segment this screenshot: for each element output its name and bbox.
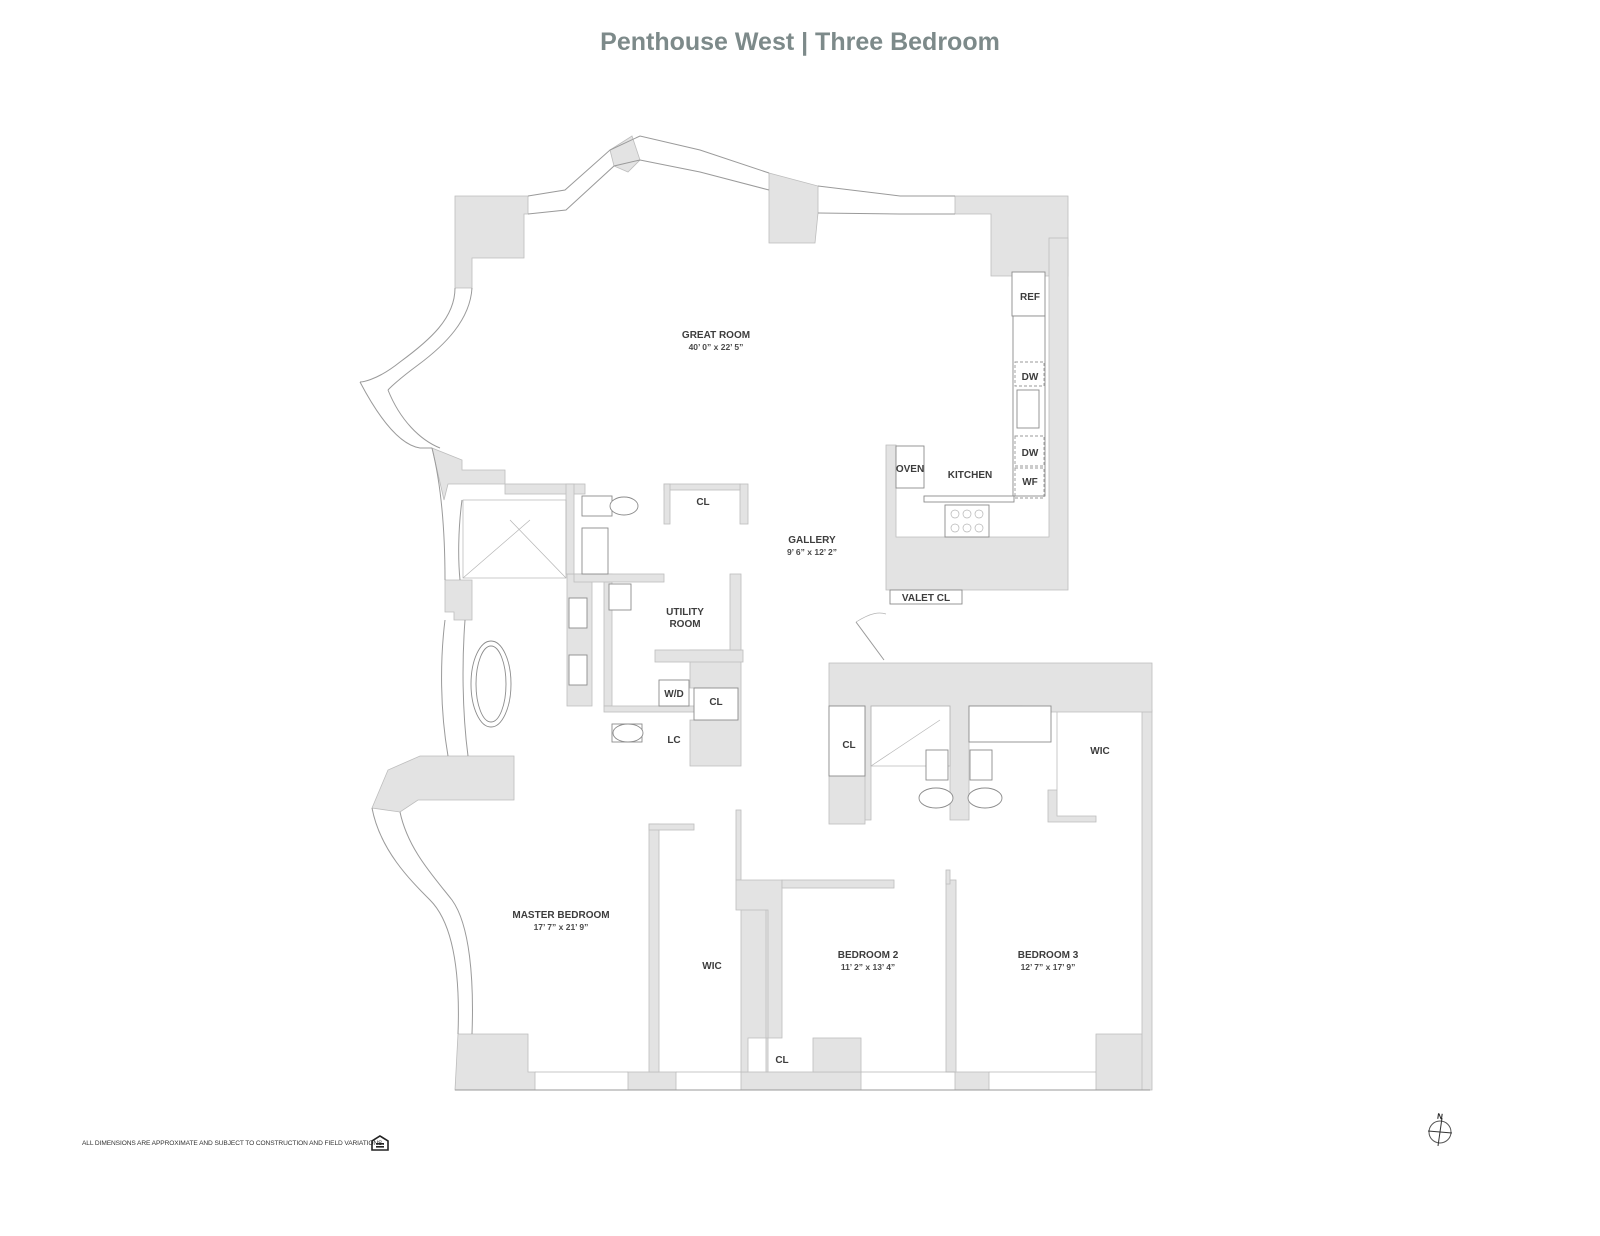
oven-label: OVEN <box>896 464 924 475</box>
toilet-4 <box>967 787 1003 809</box>
wall-poche <box>371 135 1153 1091</box>
washer-dryer <box>658 679 690 707</box>
wic-label-master: WIC <box>702 961 721 972</box>
dishwasher-1 <box>1014 361 1045 387</box>
closet-label-utility: CL <box>709 697 722 708</box>
sink-bath-2b <box>969 749 993 781</box>
wine-fridge <box>1014 467 1045 499</box>
master-bath-fixtures <box>462 495 739 743</box>
utility-sink <box>608 583 632 611</box>
kitchen-fixtures <box>889 271 1046 605</box>
utility-room-label-2: ROOM <box>669 619 700 630</box>
closet-label-bedroom-2: CL <box>775 1055 788 1066</box>
compass-north-label: N <box>1436 1112 1443 1122</box>
bedroom-2-label: BEDROOM 2 <box>838 950 899 961</box>
closet-label-bedroom-hall: CL <box>842 740 855 751</box>
secondary-bath-fixtures <box>828 705 1052 809</box>
bedroom-3-label: BEDROOM 3 <box>1018 950 1079 961</box>
gallery-label: GALLERY <box>788 535 836 546</box>
bathtub-2 <box>968 705 1052 743</box>
closet-utility <box>693 687 739 721</box>
toilet-3 <box>918 787 954 809</box>
valet-cl-label: VALET CL <box>902 593 950 604</box>
bedroom-3-dims: 12’ 7” x 17’ 9” <box>1021 962 1076 972</box>
refrigerator <box>1011 271 1046 317</box>
utility-room-label-1: UTILITY <box>666 607 704 618</box>
dw-label-2: DW <box>1022 448 1039 459</box>
dishwasher-2 <box>1014 435 1045 467</box>
door-swing <box>855 612 887 623</box>
lc-label: LC <box>667 735 680 746</box>
equal-housing-icon <box>371 1135 389 1151</box>
gallery-dims: 9’ 6” x 12’ 2” <box>787 547 837 557</box>
north-compass-icon: N <box>1427 1112 1453 1146</box>
wf-label: WF <box>1022 477 1038 488</box>
vanity-sink-2 <box>568 654 588 686</box>
master-bedroom-label: MASTER BEDROOM <box>512 910 609 921</box>
kitchen-sink <box>1016 389 1040 429</box>
great-room-label: GREAT ROOM <box>682 330 750 341</box>
valet-closet <box>889 589 963 605</box>
oven <box>895 445 925 489</box>
ref-label: REF <box>1020 292 1040 303</box>
master-bedroom-dims: 17’ 7” x 21’ 9” <box>534 922 589 932</box>
dw-label-1: DW <box>1022 372 1039 383</box>
kitchen-label: KITCHEN <box>948 470 992 481</box>
bedroom-2-dims: 11’ 2” x 13’ 4” <box>841 962 895 972</box>
great-room-dims: 40’ 0” x 22’ 5” <box>689 342 744 352</box>
sink-bath-2a <box>925 749 949 781</box>
toilet-1 <box>581 495 613 517</box>
window-walls <box>359 135 1150 1091</box>
closet-label-top: CL <box>696 497 709 508</box>
bath-sink-upper <box>581 527 609 575</box>
wic-label-bedroom-3: WIC <box>1090 746 1109 757</box>
page-title: Penthouse West | Three Bedroom <box>600 28 1000 56</box>
disclaimer-text: ALL DIMENSIONS ARE APPROXIMATE AND SUBJE… <box>82 1140 385 1147</box>
wd-label: W/D <box>664 689 683 700</box>
cooktop <box>944 504 990 538</box>
vanity-sink-1 <box>568 597 588 629</box>
